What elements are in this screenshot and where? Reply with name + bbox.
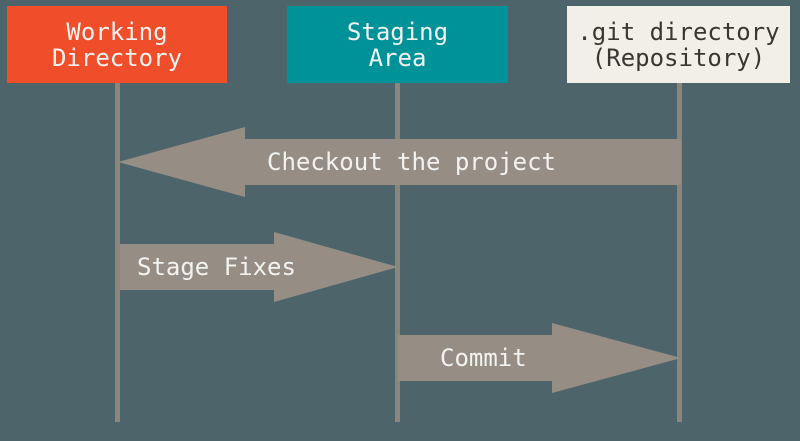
right-arrow-shape xyxy=(398,323,681,393)
stage-fixes-arrow-label: Stage Fixes xyxy=(137,253,296,281)
working-directory-label-line2: Directory xyxy=(51,43,183,72)
commit-arrow xyxy=(398,323,681,393)
staging-area-label-line1: Staging xyxy=(346,17,449,46)
stage-fixes-arrow xyxy=(120,232,398,302)
checkout-arrow xyxy=(118,127,681,197)
left-arrow-shape xyxy=(118,127,681,197)
checkout-arrow-label: Checkout the project xyxy=(267,148,556,176)
git-directory-lifeline xyxy=(677,83,682,422)
staging-area-lifeline xyxy=(395,83,400,422)
commit-arrow-label: Commit xyxy=(440,344,527,372)
git-directory-label-line2: (Repository) xyxy=(591,43,766,72)
working-directory-box: Working Directory xyxy=(7,6,227,83)
git-directory-label-line1: .git directory xyxy=(577,17,780,46)
staging-area-label-line2: Area xyxy=(368,43,427,72)
working-directory-lifeline xyxy=(115,83,120,422)
staging-area-box: Staging Area xyxy=(287,6,508,83)
right-arrow-shape xyxy=(120,232,398,302)
git-directory-box: .git directory (Repository) xyxy=(567,6,790,83)
working-directory-label-line1: Working xyxy=(66,17,168,46)
